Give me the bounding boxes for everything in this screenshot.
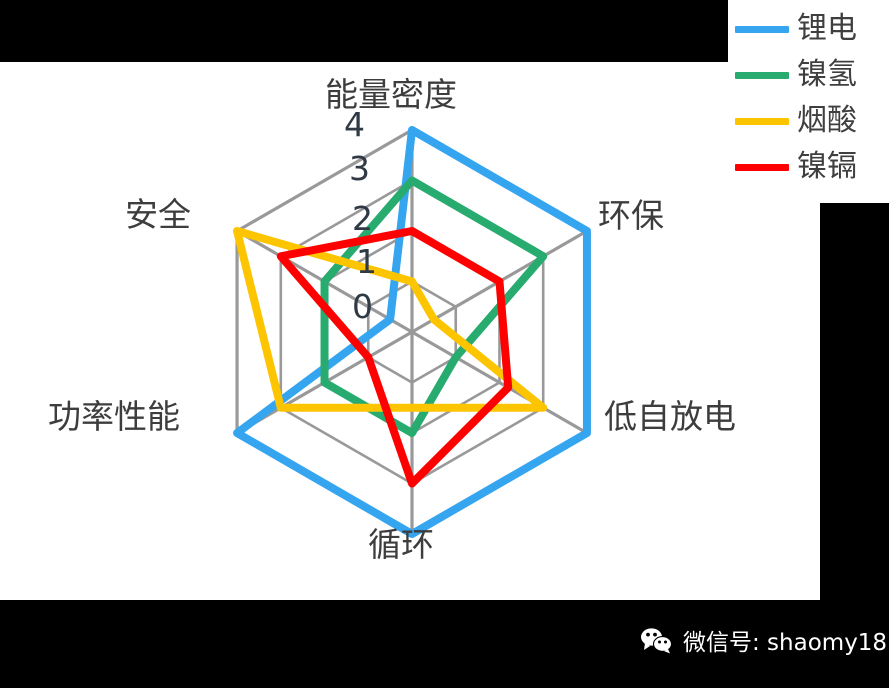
chart-legend: 锂电镍氢烟酸镍镉 (735, 6, 889, 190)
legend-label: 烟酸 (797, 103, 857, 138)
legend-swatch (735, 71, 789, 79)
radial-tick-2: 2 (352, 199, 373, 238)
radial-tick-3: 3 (349, 149, 370, 188)
axis-label-self-discharge: 低自放电 (604, 397, 736, 436)
legend-item[interactable]: 烟酸 (735, 98, 889, 144)
legend-item[interactable]: 镍镉 (735, 144, 889, 190)
radial-tick-1: 1 (356, 242, 377, 281)
legend-label: 镍氢 (797, 57, 857, 92)
axis-label-environment: 环保 (598, 196, 664, 235)
legend-swatch (735, 25, 789, 33)
legend-label: 锂电 (797, 11, 857, 46)
axis-label-safety: 安全 (125, 195, 191, 234)
radial-tick-4: 4 (344, 105, 365, 144)
radial-tick-0: 0 (352, 287, 373, 326)
wechat-icon (640, 627, 674, 659)
wechat-watermark: 微信号: shaomy18 (640, 627, 887, 659)
legend-item[interactable]: 锂电 (735, 6, 889, 52)
legend-swatch (735, 117, 789, 125)
chart-plot-panel (0, 62, 820, 600)
axis-label-energy-density: 能量密度 (325, 75, 457, 114)
legend-item[interactable]: 镍氢 (735, 52, 889, 98)
legend-swatch (735, 163, 789, 171)
axis-label-power: 功率性能 (48, 397, 180, 436)
legend-label: 镍镉 (797, 149, 857, 184)
wechat-id-text: 微信号: shaomy18 (683, 629, 888, 656)
axis-label-cycle-life: 循环 (368, 525, 434, 564)
